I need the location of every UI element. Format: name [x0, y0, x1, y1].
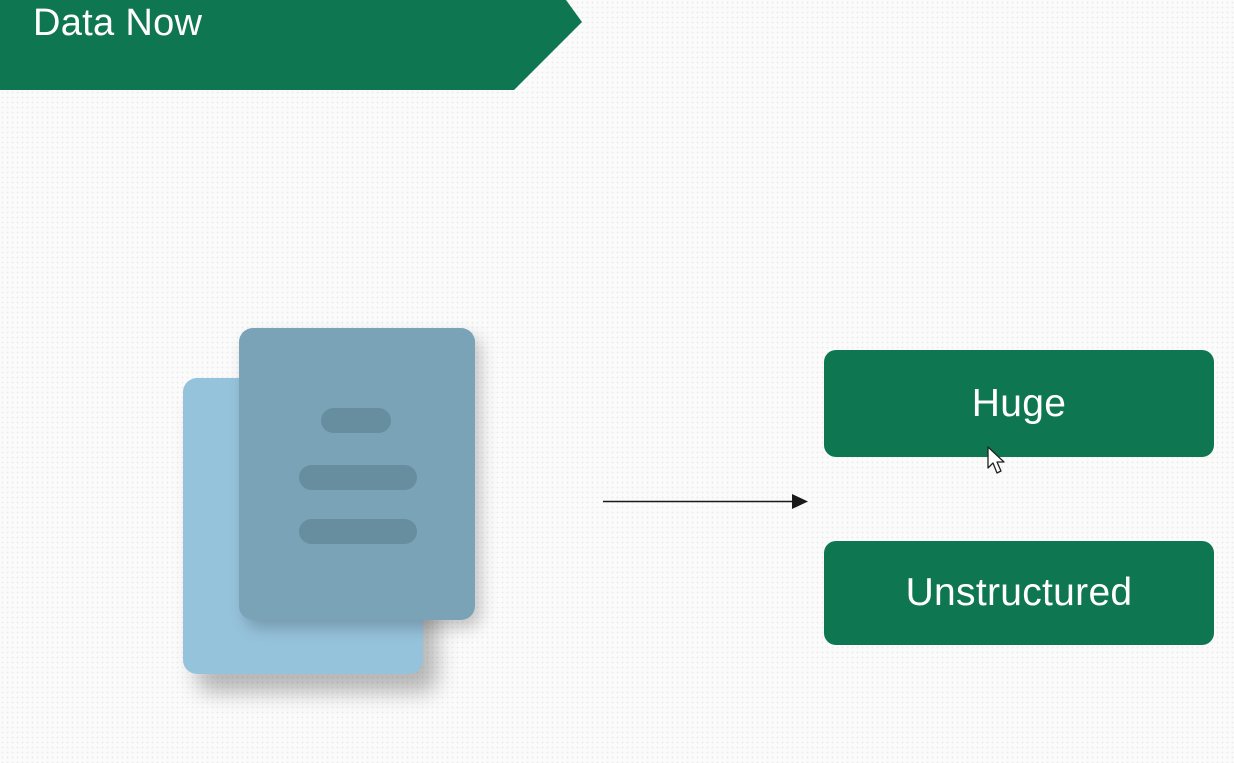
document-front-page — [239, 328, 475, 620]
document-text-line — [299, 465, 417, 490]
right-arrow-icon — [603, 494, 808, 509]
document-text-line — [299, 519, 417, 544]
document-text-line — [321, 408, 391, 433]
huge-label: Huge — [971, 381, 1067, 425]
unstructured-label: Unstructured — [905, 571, 1133, 614]
slide-title: Data Now — [33, 2, 203, 44]
unstructured-box: Unstructured — [824, 541, 1214, 645]
stacked-documents-icon — [175, 320, 495, 700]
title-banner: Data Now — [0, 0, 582, 90]
mouse-pointer-icon — [987, 446, 1005, 474]
huge-box: Huge — [824, 350, 1214, 457]
